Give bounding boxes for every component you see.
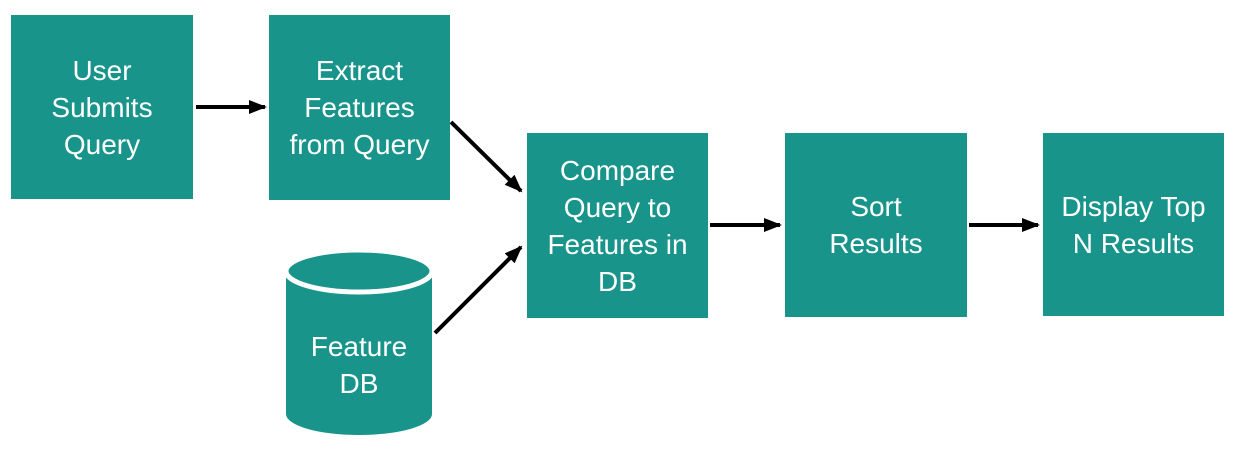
node-extract-features: Extract Features from Query [269,15,450,200]
node-label: User Submits Query [51,54,153,160]
node-user-submits-query: User Submits Query [11,15,193,199]
node-sort-results: Sort Results [785,133,967,317]
node-feature-db: Feature DB [285,248,433,437]
node-label: Compare Query to Features in DB [547,154,688,297]
node-display-top-n: Display Top N Results [1043,133,1224,316]
node-compare-query: Compare Query to Features in DB [527,133,708,318]
node-label: Extract Features from Query [289,55,430,160]
database-cylinder-icon [285,248,433,435]
arrow-extract-to-compare [449,120,523,193]
node-label: Display Top N Results [1061,190,1206,259]
arrow-featuredb-to-compare [433,245,523,335]
node-label: Feature DB [310,330,408,399]
node-label: Sort Results [829,191,923,259]
